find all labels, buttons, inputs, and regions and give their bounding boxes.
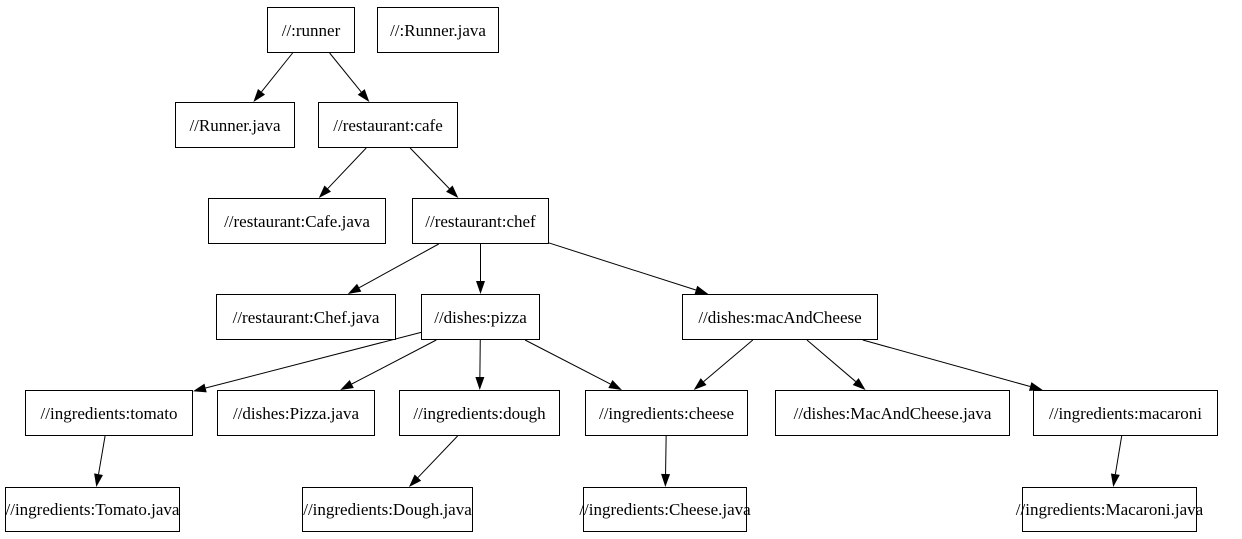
- edge-runner-to-runner-java: [261, 52, 293, 93]
- arrowhead-mac-and-cheese-to-cheese: [693, 378, 707, 390]
- graph-node-label: //ingredients:Macaroni.java: [1015, 500, 1204, 519]
- arrowhead-runner-to-cafe: [357, 89, 370, 102]
- edge-runner-to-cafe: [329, 52, 362, 93]
- arrowhead-chef-to-chef-java: [347, 283, 362, 294]
- edge-pizza-to-cheese: [524, 339, 611, 385]
- edge-pizza-to-pizza-java: [351, 339, 437, 385]
- graph-node-label: //:Runner.java: [390, 20, 486, 40]
- graph-node-label: //restaurant:chef: [425, 211, 536, 231]
- arrowhead-mac-and-cheese-to-mac-and-cheese-java: [852, 378, 866, 390]
- edge-cafe-to-chef: [409, 147, 450, 189]
- graph-node-pizza-java: //dishes:Pizza.java: [217, 390, 375, 436]
- arrowhead-pizza-to-tomato: [193, 383, 207, 393]
- edge-mac-and-cheese-to-macaroni: [862, 339, 1031, 388]
- arrowhead-pizza-to-pizza-java: [340, 380, 354, 390]
- edge-tomato-to-tomato-java: [98, 435, 106, 475]
- arrowhead-chef-to-mac-and-cheese: [694, 285, 709, 295]
- arrowhead-mac-and-cheese-to-macaroni: [1028, 382, 1043, 391]
- graph-node-runner-java: //Runner.java: [175, 102, 295, 148]
- graph-node-macaroni: //ingredients:macaroni: [1033, 390, 1218, 436]
- graph-node-macaroni-java: //ingredients:Macaroni.java: [1016, 487, 1203, 532]
- graph-node-chef: //restaurant:chef: [412, 198, 549, 244]
- graph-node-pizza: //dishes:pizza: [421, 294, 540, 340]
- edge-cafe-to-cafe-java: [327, 147, 367, 189]
- edge-cheese-to-cheese-java: [665, 435, 667, 475]
- edge-mac-and-cheese-to-mac-and-cheese-java: [806, 339, 856, 382]
- arrowhead-cheese-to-cheese-java: [661, 473, 671, 487]
- arrowhead-cafe-to-chef: [446, 185, 459, 198]
- graph-node-label: //ingredients:tomato: [40, 403, 178, 423]
- graph-node-label: //:runner: [281, 20, 341, 40]
- graph-node-cheese: //ingredients:cheese: [585, 390, 748, 436]
- graph-node-mac-and-cheese-java: //dishes:MacAndCheese.java: [775, 390, 1010, 436]
- graph-node-runner: //:runner: [267, 7, 355, 53]
- arrowhead-pizza-to-cheese: [608, 380, 622, 390]
- graph-node-mac-and-cheese: //dishes:macAndCheese: [682, 294, 878, 340]
- arrowhead-cafe-to-cafe-java: [318, 185, 332, 198]
- arrowhead-chef-to-pizza: [476, 281, 485, 294]
- graph-node-label: //ingredients:cheese: [598, 403, 734, 423]
- graph-node-label: //ingredients:Cheese.java: [579, 500, 751, 519]
- graph-node-tomato: //ingredients:tomato: [25, 390, 193, 436]
- edge-mac-and-cheese-to-cheese: [703, 339, 754, 382]
- graph-node-label: //ingredients:dough: [413, 403, 546, 423]
- graph-node-cheese-java: //ingredients:Cheese.java: [579, 487, 751, 532]
- graph-node-label: //Runner.java: [189, 115, 281, 135]
- edge-chef-to-mac-and-cheese: [548, 242, 697, 291]
- graph-node-cafe: //restaurant:cafe: [318, 102, 458, 148]
- graph-node-dough: //ingredients:dough: [399, 390, 560, 436]
- graph-node-label: //dishes:pizza: [434, 307, 527, 327]
- edge-macaroni-to-macaroni-java: [1114, 435, 1123, 475]
- arrowhead-runner-to-runner-java: [253, 89, 266, 102]
- graph-node-dough-java: //ingredients:Dough.java: [302, 487, 473, 532]
- graph-node-cafe-java: //restaurant:Cafe.java: [208, 198, 386, 244]
- graph-node-chef-java: //restaurant:Chef.java: [216, 294, 396, 340]
- edge-dough-to-dough-java: [417, 435, 458, 478]
- graph-node-runner-java-src: //:Runner.java: [377, 7, 499, 53]
- graph-node-label: //dishes:Pizza.java: [232, 403, 360, 423]
- graph-node-label: //ingredients:Dough.java: [303, 500, 472, 519]
- arrowhead-dough-to-dough-java: [408, 474, 422, 487]
- arrowhead-macaroni-to-macaroni-java: [1110, 473, 1120, 487]
- edge-chef-to-chef-java: [358, 243, 439, 289]
- arrowhead-tomato-to-tomato-java: [94, 473, 103, 487]
- graph-node-label: //restaurant:Chef.java: [232, 307, 380, 327]
- graph-node-label: //dishes:macAndCheese: [698, 307, 862, 327]
- graph-node-tomato-java: //ingredients:Tomato.java: [5, 487, 180, 532]
- graph-node-label: //ingredients:macaroni: [1049, 403, 1202, 423]
- arrowhead-pizza-to-dough: [475, 376, 485, 390]
- graph-node-label: //restaurant:Cafe.java: [224, 211, 370, 231]
- graph-node-label: //restaurant:cafe: [333, 115, 443, 135]
- graph-node-label: //dishes:MacAndCheese.java: [793, 403, 992, 423]
- edge-pizza-to-tomato: [205, 331, 422, 389]
- graph-node-label: //ingredients:Tomato.java: [5, 500, 180, 519]
